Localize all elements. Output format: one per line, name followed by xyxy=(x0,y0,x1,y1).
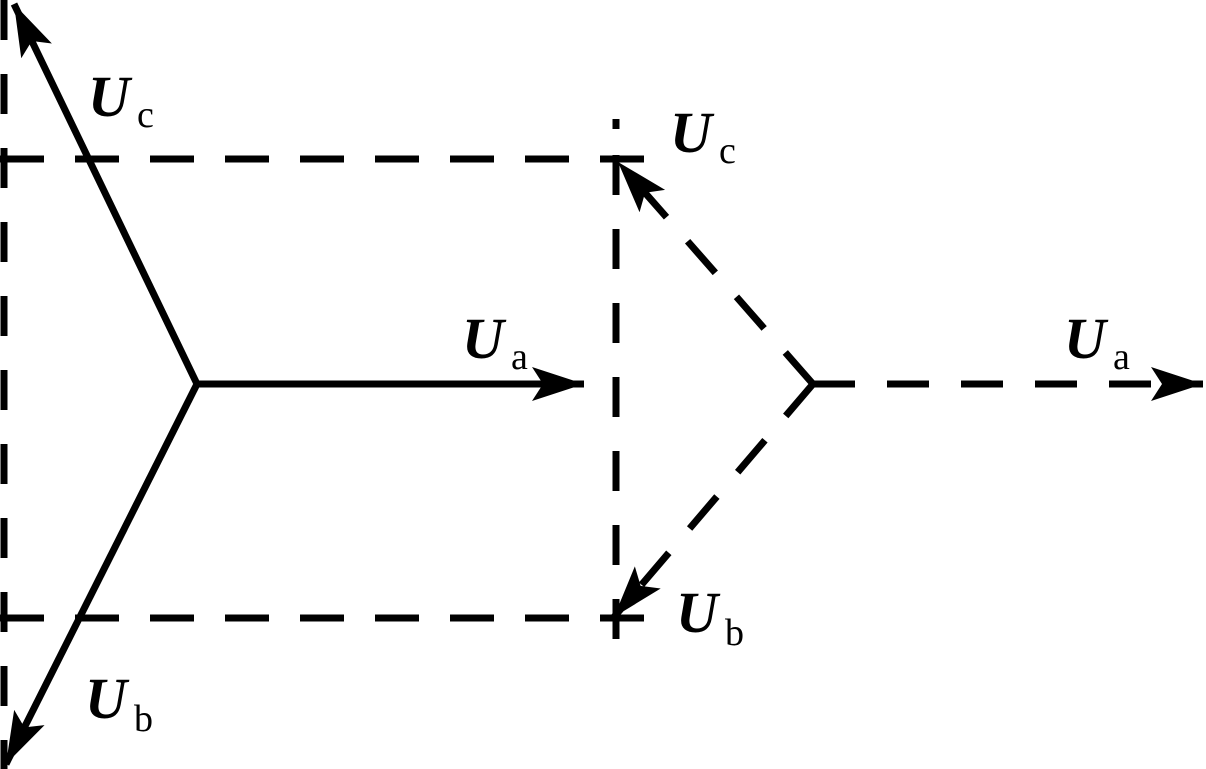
right-uc-vector xyxy=(615,159,816,387)
right-ub-label-subscript: b xyxy=(725,612,744,654)
left-ub-vector xyxy=(2,382,201,766)
labels: U c U b U a U c U b U a xyxy=(85,64,1130,740)
right-uc-label: U xyxy=(670,100,715,165)
left-ub-label-subscript: b xyxy=(134,698,153,740)
left-uc-label: U xyxy=(88,64,133,129)
left-ua-label-subscript: a xyxy=(511,336,528,378)
left-ub-label: U xyxy=(85,666,130,731)
right-ua-label-subscript: a xyxy=(1113,336,1130,378)
right-ub-label: U xyxy=(676,580,721,645)
right-phasor-group xyxy=(611,159,1203,620)
left-phasor-group xyxy=(2,2,584,766)
left-uc-label-subscript: c xyxy=(137,94,154,136)
right-ub-vector xyxy=(611,381,816,620)
left-uc-vector xyxy=(10,2,201,386)
left-ua-label: U xyxy=(462,306,507,371)
right-ua-label: U xyxy=(1064,306,1109,371)
guide-lines xyxy=(0,0,648,769)
right-uc-label-subscript: c xyxy=(719,130,736,172)
